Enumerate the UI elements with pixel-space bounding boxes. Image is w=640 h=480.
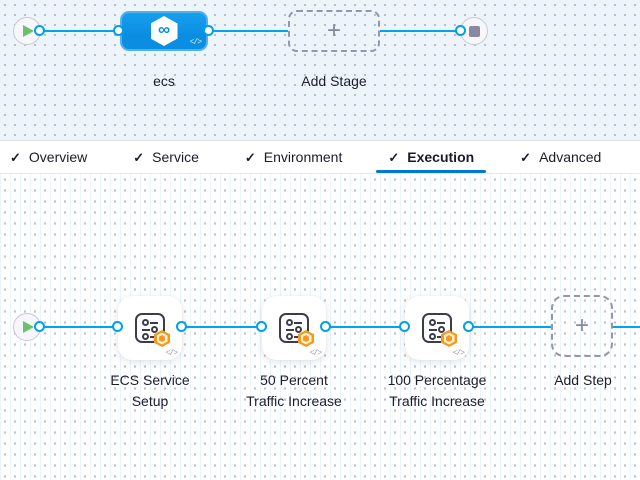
connector-port[interactable] [256,321,267,332]
stage-config-tabs: ✓ Overview ✓ Service ✓ Environment ✓ Exe… [0,140,640,174]
step-node-ecs-service-setup[interactable]: </​> [118,296,182,360]
connector-port[interactable] [112,321,123,332]
edge-after-addstep [613,326,640,328]
ecs-hexagon-badge-icon [154,330,170,347]
add-step-button[interactable]: + [551,295,613,357]
connector-port[interactable] [203,25,214,36]
connector-port[interactable] [34,25,45,36]
step-node-50-percent-traffic[interactable]: </​> [262,296,326,360]
execution-graph-canvas[interactable]: </​> ECS Service Setup </​> 50 Percent T… [0,174,640,480]
check-icon: ✓ [388,149,400,165]
connector-port[interactable] [399,321,410,332]
connector-port[interactable] [113,25,124,36]
tab-advanced[interactable]: ✓ Advanced [520,141,601,173]
connector-port[interactable] [176,321,187,332]
code-toggle-icon: </​> [165,349,178,358]
tab-label: Service [152,149,199,165]
edge-addstage-to-end [380,30,462,32]
configure-sliders-icon [279,313,314,347]
code-toggle-icon: </​> [452,349,465,358]
play-icon [23,321,34,333]
check-icon: ✓ [133,149,145,165]
tab-execution[interactable]: ✓ Execution [376,141,486,173]
connector-port[interactable] [320,321,331,332]
infinity-glyph: ∞ [157,20,171,39]
tab-label: Overview [28,149,88,165]
step-label: ECS Service Setup [110,372,190,409]
code-toggle-icon: </​> [189,38,202,47]
ecs-hexagon-badge-icon [441,330,457,347]
step-node-100-percentage-traffic[interactable]: </​> [405,296,469,360]
connector-port[interactable] [34,321,45,332]
add-step-label: Add Step [554,372,612,388]
step-label: 100 Percentage Traffic Increase [387,372,487,409]
step-label: 50 Percent Traffic Increase [246,372,342,409]
check-icon: ✓ [10,149,21,165]
tab-label: Environment [263,149,343,165]
tab-label: Advanced [539,149,602,165]
check-icon: ✓ [244,149,256,165]
tab-overview[interactable]: ✓ Overview [10,141,87,173]
ecs-hexagon-badge-icon [298,330,314,347]
connector-port[interactable] [463,321,474,332]
connector-port[interactable] [455,25,466,36]
harness-cd-hexagon-icon: ∞ [150,16,178,46]
stage-node-ecs[interactable]: ∞ </​> [120,11,208,51]
check-icon: ✓ [520,149,532,165]
stage-label: ecs [153,73,175,89]
configure-sliders-icon [135,313,170,347]
plus-icon: + [326,17,341,44]
pipeline-start-node [13,17,41,45]
play-icon [23,25,34,37]
code-toggle-icon: </​> [309,349,322,358]
tab-service[interactable]: ✓ Service [133,141,199,173]
tab-environment[interactable]: ✓ Environment [245,141,343,173]
add-stage-label: Add Stage [301,73,367,89]
configure-sliders-icon [422,313,457,347]
add-stage-button[interactable]: + [288,10,380,52]
stage-graph-canvas[interactable]: ∞ </​> ecs + Add Stage [0,0,640,140]
stop-icon [468,25,480,37]
tab-label: Execution [407,149,475,165]
plus-icon: + [574,312,589,339]
